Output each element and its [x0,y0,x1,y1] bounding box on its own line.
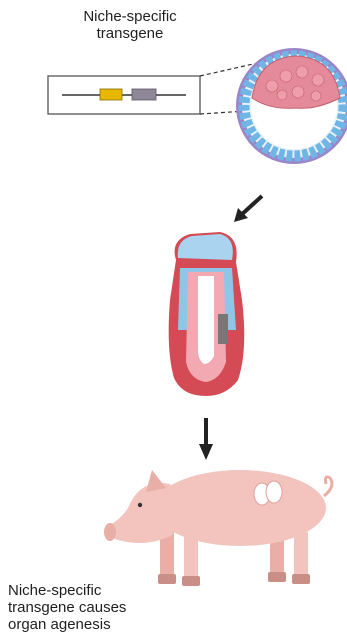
plasmid-construct-icon [48,76,200,114]
outcome-caption: Niche-specific transgene causes organ ag… [8,582,228,633]
down-left-arrow-icon [234,196,262,222]
promoter-segment [100,89,122,100]
outcome-caption-line-3: organ agenesis [8,616,228,633]
down-arrow-icon [199,418,213,460]
pig-icon [104,470,332,586]
outcome-caption-line-2: transgene causes [8,599,228,616]
outcome-caption-line-1: Niche-specific [8,582,228,599]
embryo-icon [169,232,245,396]
gene-segment [132,89,156,100]
blastocyst-icon [236,48,347,164]
transgene-region [218,314,228,344]
